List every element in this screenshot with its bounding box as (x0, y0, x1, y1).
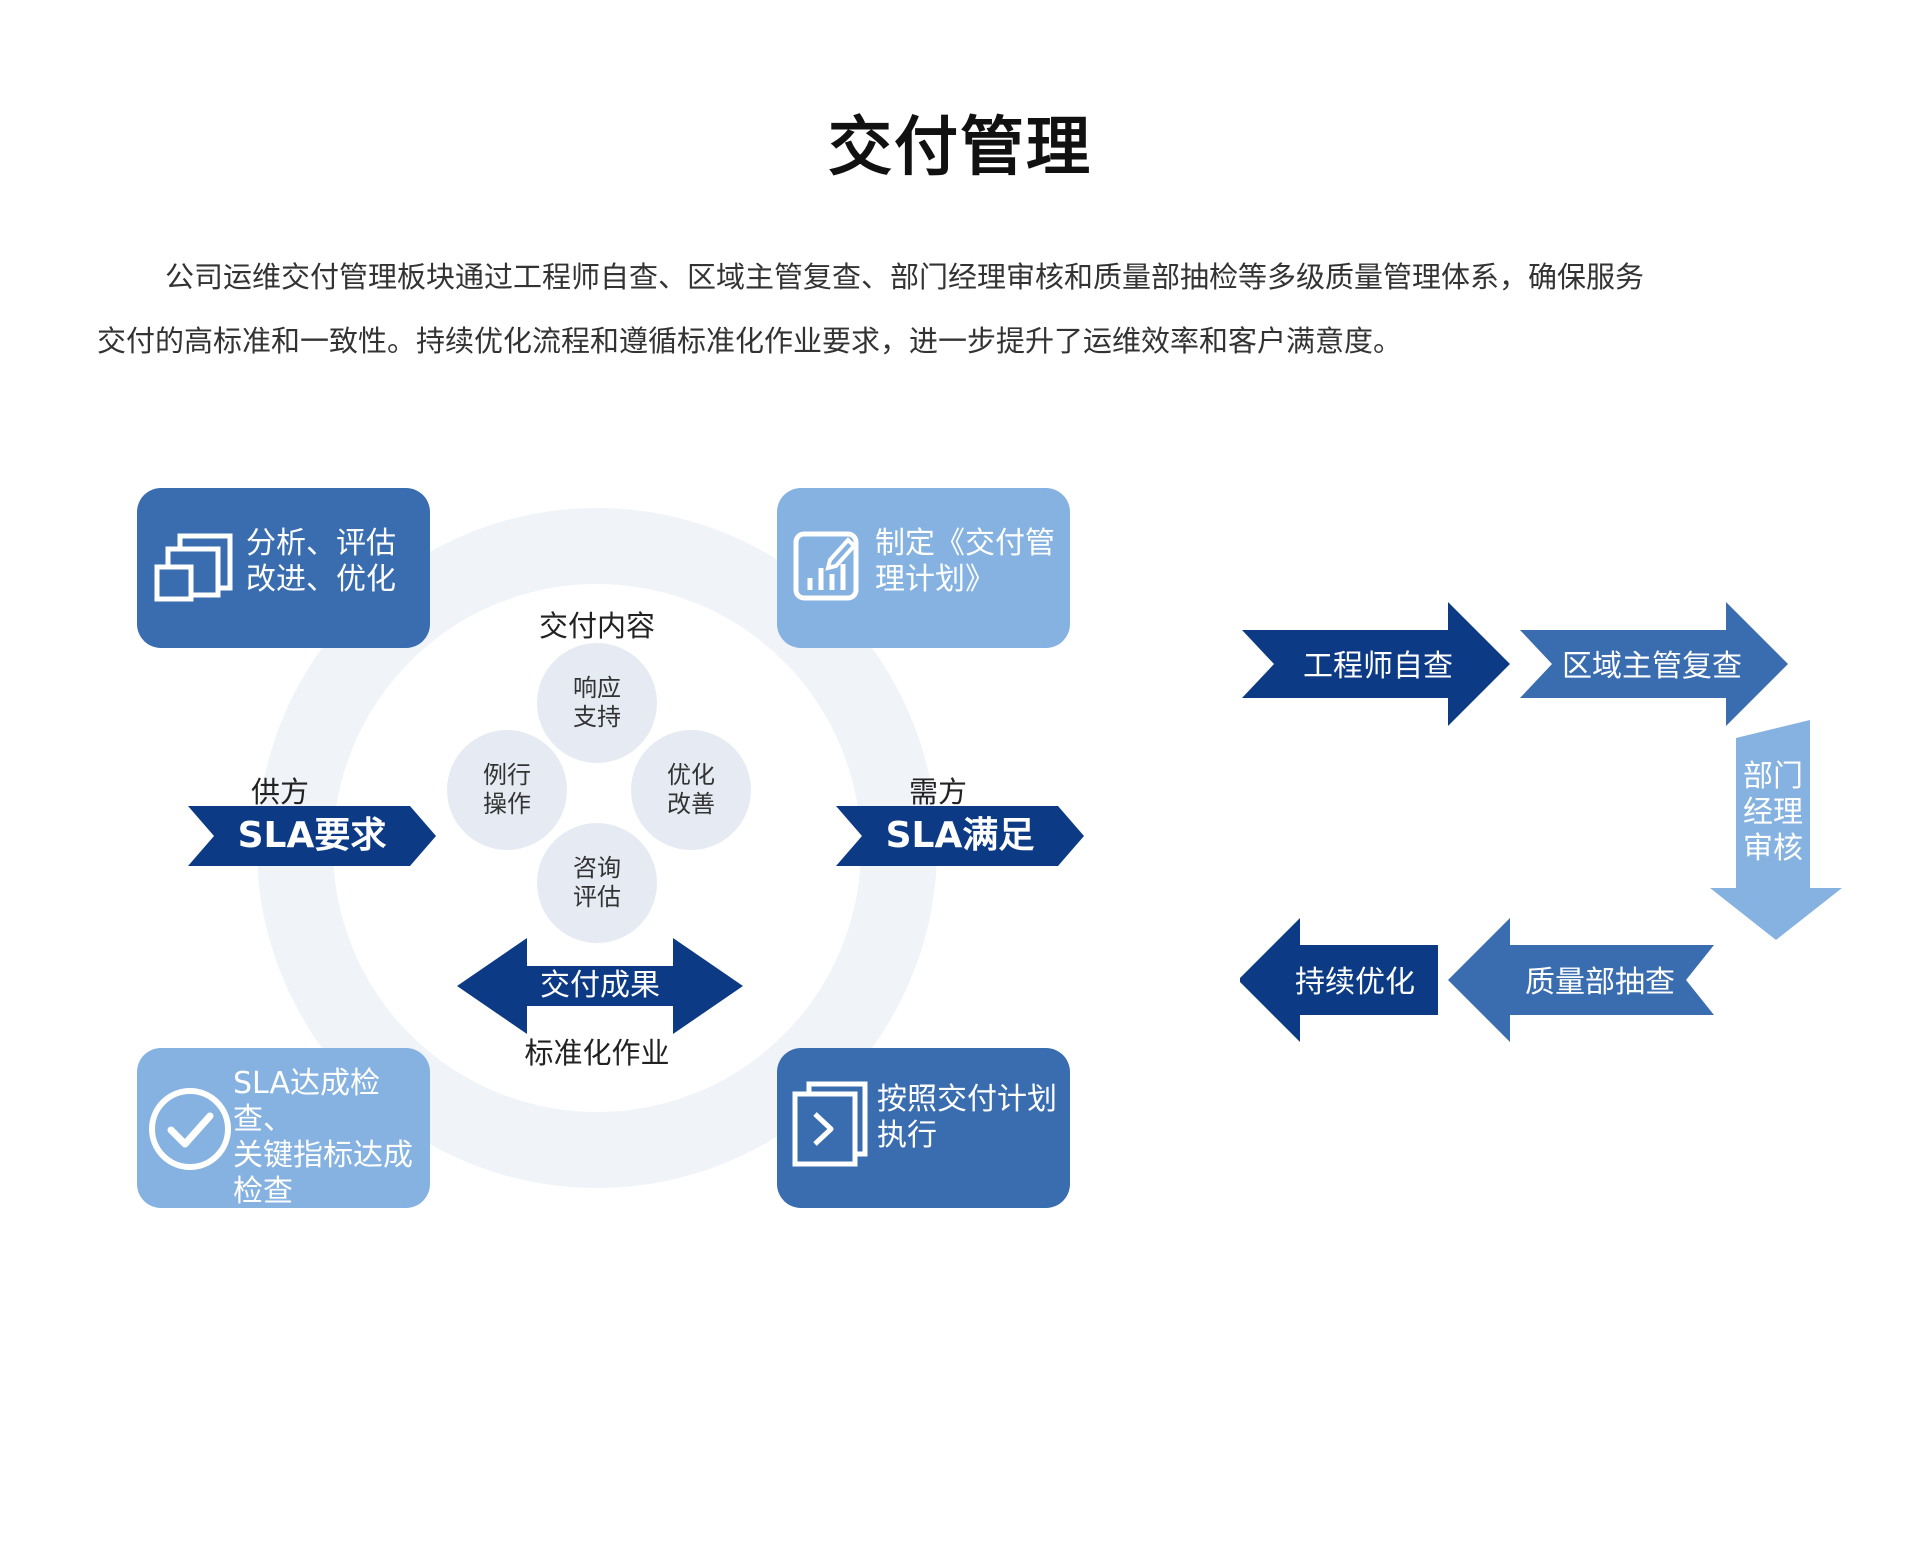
card-text-line-1: 分析、评估 (246, 526, 396, 561)
flow-step-manager-line-3: 审核 (1743, 831, 1803, 866)
flow-step-manager-arrow (1710, 720, 1842, 940)
circle-line-1: 例行 (483, 761, 531, 789)
sla-satisfied-arrow: SLA满足 (836, 806, 1084, 866)
card-text-line-2: 关键指标达成 (233, 1138, 413, 1173)
card-make-plan: 制定《交付管 理计划》 (777, 488, 1070, 648)
card-text-line-1: SLA达成检查、 (233, 1066, 380, 1137)
intro-line-1: 公司运维交付管理板块通过工程师自查、区域主管复查、部门经理审核和质量部抽检等多级… (165, 260, 1645, 294)
flow-step-engineer-arrow (1242, 602, 1510, 726)
card-analyze-improve: 分析、评估 改进、优化 (137, 488, 430, 648)
intro-paragraph: 公司运维交付管理板块通过工程师自查、区域主管复查、部门经理审核和质量部抽检等多级… (97, 245, 1827, 373)
circle-line-2: 改善 (667, 790, 715, 818)
arrow-label: 交付成果 (540, 968, 660, 1003)
arrow-shape (836, 806, 1084, 866)
card-execute-plan: 按照交付计划 执行 (777, 1048, 1070, 1208)
arrow-shape (188, 806, 436, 866)
supplier-label: 供方 (250, 775, 309, 809)
flow-step-quality-dept-arrow (1448, 918, 1714, 1042)
page-title: 交付管理 (828, 111, 1092, 185)
circle-line-1: 优化 (667, 761, 715, 789)
flow-step-engineer-label: 工程师自查 (1303, 649, 1453, 684)
flow-step-continuous-label: 持续优化 (1295, 965, 1415, 1000)
circle-response-support: 响应支持 (537, 643, 657, 763)
delivery-result-arrow: 交付成果 (457, 938, 743, 1034)
flow-step-manager-line-2: 经理 (1743, 795, 1803, 830)
card-text-line-3: 检查 (233, 1174, 293, 1209)
flow-step-continuous-arrow (1240, 918, 1438, 1042)
sla-requirement-arrow: SLA要求 (188, 806, 436, 866)
windows-icon (154, 533, 233, 602)
card-text-line-2: 理计划》 (875, 562, 995, 597)
flow-step-manager-line-1: 部门 (1743, 759, 1803, 794)
chart-edit-icon (793, 531, 859, 601)
circle-line-1: 响应 (573, 674, 621, 702)
circle-line-2: 支持 (573, 703, 621, 731)
circle-line-2: 评估 (573, 883, 621, 911)
circle-consult-evaluate: 咨询评估 (537, 823, 657, 943)
demander-label: 需方 (908, 775, 967, 809)
card-text-line-2: 执行 (877, 1118, 937, 1153)
card-text-line-2: 改进、优化 (246, 562, 396, 597)
card-sla-check: SLA达成检查、 关键指标达成 检查 (137, 1048, 430, 1209)
card-text-line-1: 按照交付计划 (877, 1082, 1057, 1117)
play-window-icon (792, 1081, 868, 1167)
flow-step-quality-dept-label: 质量部抽查 (1525, 965, 1675, 1000)
standard-operation-label: 标准化作业 (524, 1036, 670, 1070)
card-text-line-1: 制定《交付管 (875, 526, 1055, 561)
quality-flow: 工程师自查 区域主管复查 部门 经理 审核 质量部抽查 持续优化 (1240, 602, 1842, 1042)
circle-routine-ops: 例行操作 (447, 730, 567, 850)
intro-line-2: 交付的高标准和一致性。持续优化流程和遵循标准化作业要求，进一步提升了运维效率和客… (97, 324, 1403, 358)
arrow-label: SLA要求 (237, 815, 387, 856)
circle-line-1: 咨询 (573, 854, 621, 882)
circle-line-2: 操作 (483, 790, 531, 818)
check-circle-icon (149, 1088, 231, 1170)
delivery-content-title: 交付内容 (538, 609, 655, 643)
double-arrow-shape (457, 938, 743, 1034)
flow-step-regional-arrow (1520, 602, 1788, 726)
arrow-label: SLA满足 (885, 815, 1035, 856)
flow-step-regional-label: 区域主管复查 (1562, 649, 1742, 684)
circle-optimize: 优化改善 (631, 730, 751, 850)
